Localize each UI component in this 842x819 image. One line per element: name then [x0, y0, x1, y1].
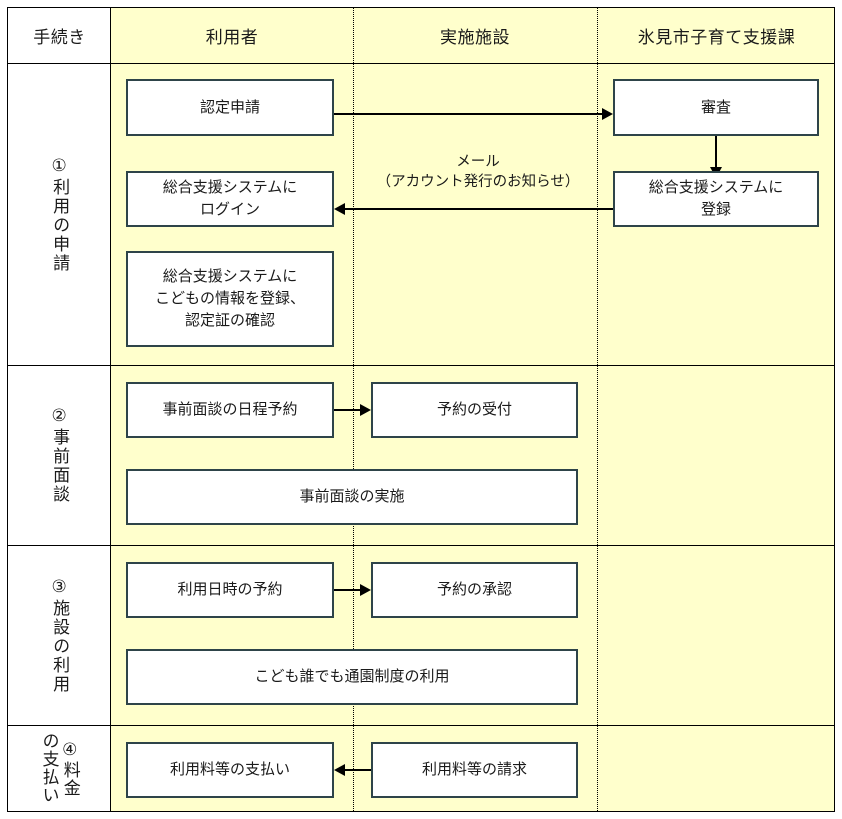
box-fee-invoice[interactable]: 利用料等の請求	[371, 742, 578, 798]
box-interview-execution[interactable]: 事前面談の実施	[126, 469, 578, 525]
box-child-info-registration[interactable]: 総合支援システムに こどもの情報を登録、 認定証の確認	[126, 251, 334, 347]
box-booking-approval[interactable]: 予約の承認	[371, 562, 578, 618]
arrow-registration-to-login	[334, 195, 613, 223]
column-divider-facility-city	[597, 8, 598, 811]
box-fee-payment[interactable]: 利用料等の支払い	[126, 742, 334, 798]
box-childcare-system-usage[interactable]: こども誰でも通園制度の利用	[126, 649, 578, 705]
procedure-column	[8, 8, 111, 811]
header-user-label: 利用者	[205, 28, 259, 47]
box-system-registration[interactable]: 総合支援システムに 登録	[613, 171, 819, 227]
header-user: 利用者	[111, 8, 353, 63]
header-procedure-label: 手続き	[33, 28, 86, 47]
flowchart-table: 手続き 利用者 実施施設 氷見市子育て支援課 ①利用の申請 ②事前面談 ③施設の…	[7, 7, 835, 812]
header-facility-label: 実施施設	[440, 28, 510, 47]
header-procedure: 手続き	[8, 8, 111, 63]
annotation-mail-notice: メール （アカウント発行のお知らせ）	[376, 154, 580, 190]
box-system-login[interactable]: 総合支援システムに ログイン	[126, 171, 334, 227]
arrow-invoice-to-payment	[334, 756, 371, 784]
row-separator-stage2	[8, 545, 834, 546]
header-facility: 実施施設	[353, 8, 597, 63]
arrow-booking-to-reception	[334, 396, 371, 424]
box-interview-schedule-booking[interactable]: 事前面談の日程予約	[126, 382, 334, 438]
box-booking-reception[interactable]: 予約の受付	[371, 382, 578, 438]
row-separator-stage1	[8, 365, 834, 366]
box-usage-datetime-booking[interactable]: 利用日時の予約	[126, 562, 334, 618]
box-certification-application[interactable]: 認定申請	[126, 79, 334, 136]
header-city: 氷見市子育て支援課	[597, 8, 836, 63]
box-screening[interactable]: 審査	[613, 79, 819, 136]
arrow-application-to-screening	[334, 100, 613, 128]
row-separator-stage3	[8, 725, 834, 726]
row-separator-header	[8, 63, 834, 64]
header-city-label: 氷見市子育て支援課	[637, 28, 796, 47]
arrow-booking-to-approval	[334, 576, 371, 604]
